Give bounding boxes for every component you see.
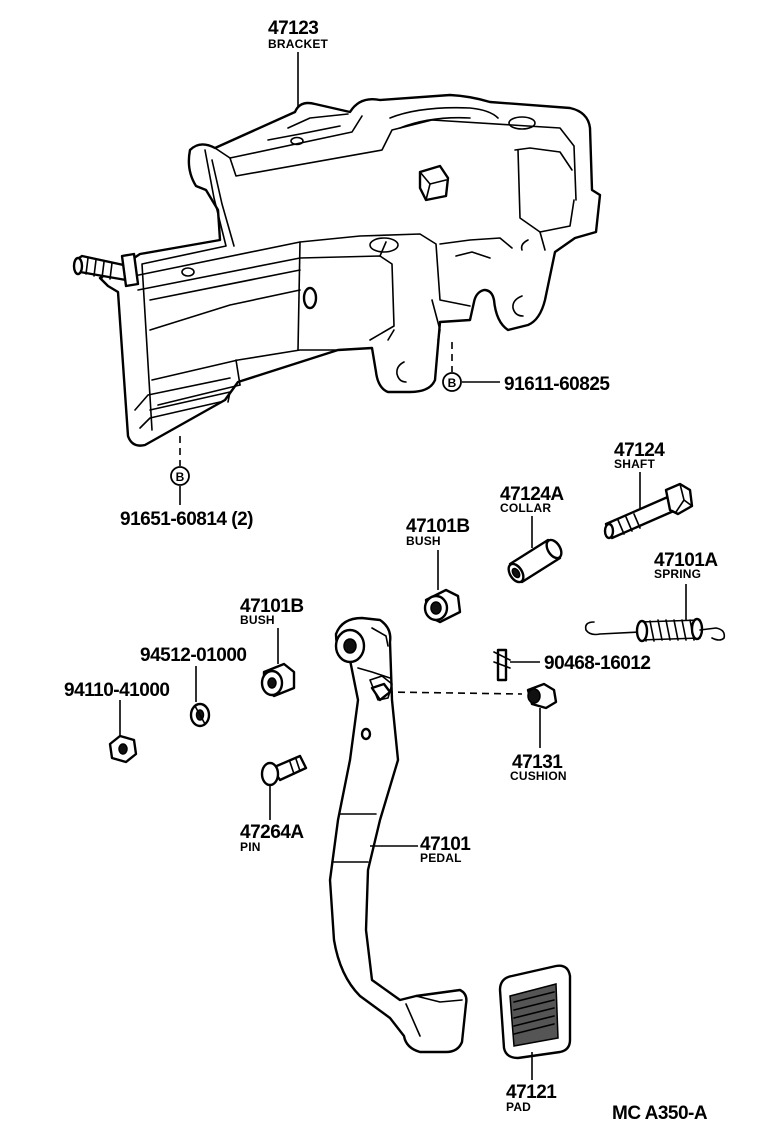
part-number: 91611-60825 xyxy=(504,374,610,395)
label-clip: 90468-16012 xyxy=(544,653,651,674)
part-number: 47264A xyxy=(240,822,304,843)
part-name: CUSHION xyxy=(510,769,567,783)
part-number: 47101A xyxy=(654,550,718,571)
bolt-marker-right: B xyxy=(442,372,462,392)
bush-upper-drawing xyxy=(423,588,462,624)
part-name: PEDAL xyxy=(420,851,462,865)
label-bracket: 47123 BRACKET xyxy=(268,18,329,51)
pin-drawing xyxy=(260,754,308,787)
label-shaft: 47124 SHAFT xyxy=(614,440,666,471)
part-number: 91651-60814 (2) xyxy=(120,509,253,530)
label-nut: 94110-41000 xyxy=(64,680,170,701)
bolt-marker-left: B xyxy=(170,466,190,486)
figure-code: MC A350-A xyxy=(612,1103,708,1124)
label-bolt-right: 91611-60825 xyxy=(504,374,611,395)
nut-drawing xyxy=(108,734,138,764)
label-bush-lower: 47101B BUSH xyxy=(240,596,304,627)
label-spring: 47101A SPRING xyxy=(654,550,719,581)
part-name: BUSH xyxy=(406,534,441,548)
collar-drawing xyxy=(507,538,563,584)
label-bush-upper: 47101B BUSH xyxy=(406,516,470,548)
part-number: 47124A xyxy=(500,484,564,505)
bolt-marker-right-label: B xyxy=(448,376,457,390)
clip-drawing xyxy=(493,648,511,682)
pedal-drawing xyxy=(328,616,468,1054)
part-number: 47131 xyxy=(512,752,563,773)
label-collar: 47124A COLLAR xyxy=(500,484,565,515)
part-number: 47101B xyxy=(406,516,470,537)
part-name: SPRING xyxy=(654,567,701,581)
label-pin: 47264A PIN xyxy=(240,822,305,854)
label-pedal: 47101 PEDAL xyxy=(420,834,472,865)
part-name: COLLAR xyxy=(500,501,551,515)
part-name: PAD xyxy=(506,1100,531,1114)
pad-drawing xyxy=(498,964,572,1060)
part-name: BRACKET xyxy=(268,37,329,51)
shaft-drawing xyxy=(603,482,694,540)
cushion-drawing xyxy=(526,682,558,710)
part-number: 90468-16012 xyxy=(544,653,651,674)
part-number: 47101 xyxy=(420,834,471,855)
label-pad: 47121 PAD xyxy=(506,1082,558,1114)
part-name: SHAFT xyxy=(614,457,655,471)
cushion-dash xyxy=(385,691,523,695)
part-number: 47124 xyxy=(614,440,665,461)
bush-lower-drawing xyxy=(260,662,296,698)
part-number: 47121 xyxy=(506,1082,557,1103)
spring-drawing xyxy=(584,617,726,643)
part-number: 94512-01000 xyxy=(140,645,247,666)
label-cushion: 47131 CUSHION xyxy=(510,752,567,783)
part-name: PIN xyxy=(240,840,261,854)
bolt-marker-left-label: B xyxy=(176,470,185,484)
label-lock-washer: 94512-01000 xyxy=(140,645,247,666)
part-number: 47101B xyxy=(240,596,304,617)
part-number: 94110-41000 xyxy=(64,680,169,701)
label-bolt-left: 91651-60814 (2) xyxy=(120,509,254,530)
lock-washer-drawing xyxy=(189,702,211,728)
part-name: BUSH xyxy=(240,613,275,627)
part-number: 47123 xyxy=(268,18,318,39)
bracket-drawing xyxy=(72,93,602,447)
